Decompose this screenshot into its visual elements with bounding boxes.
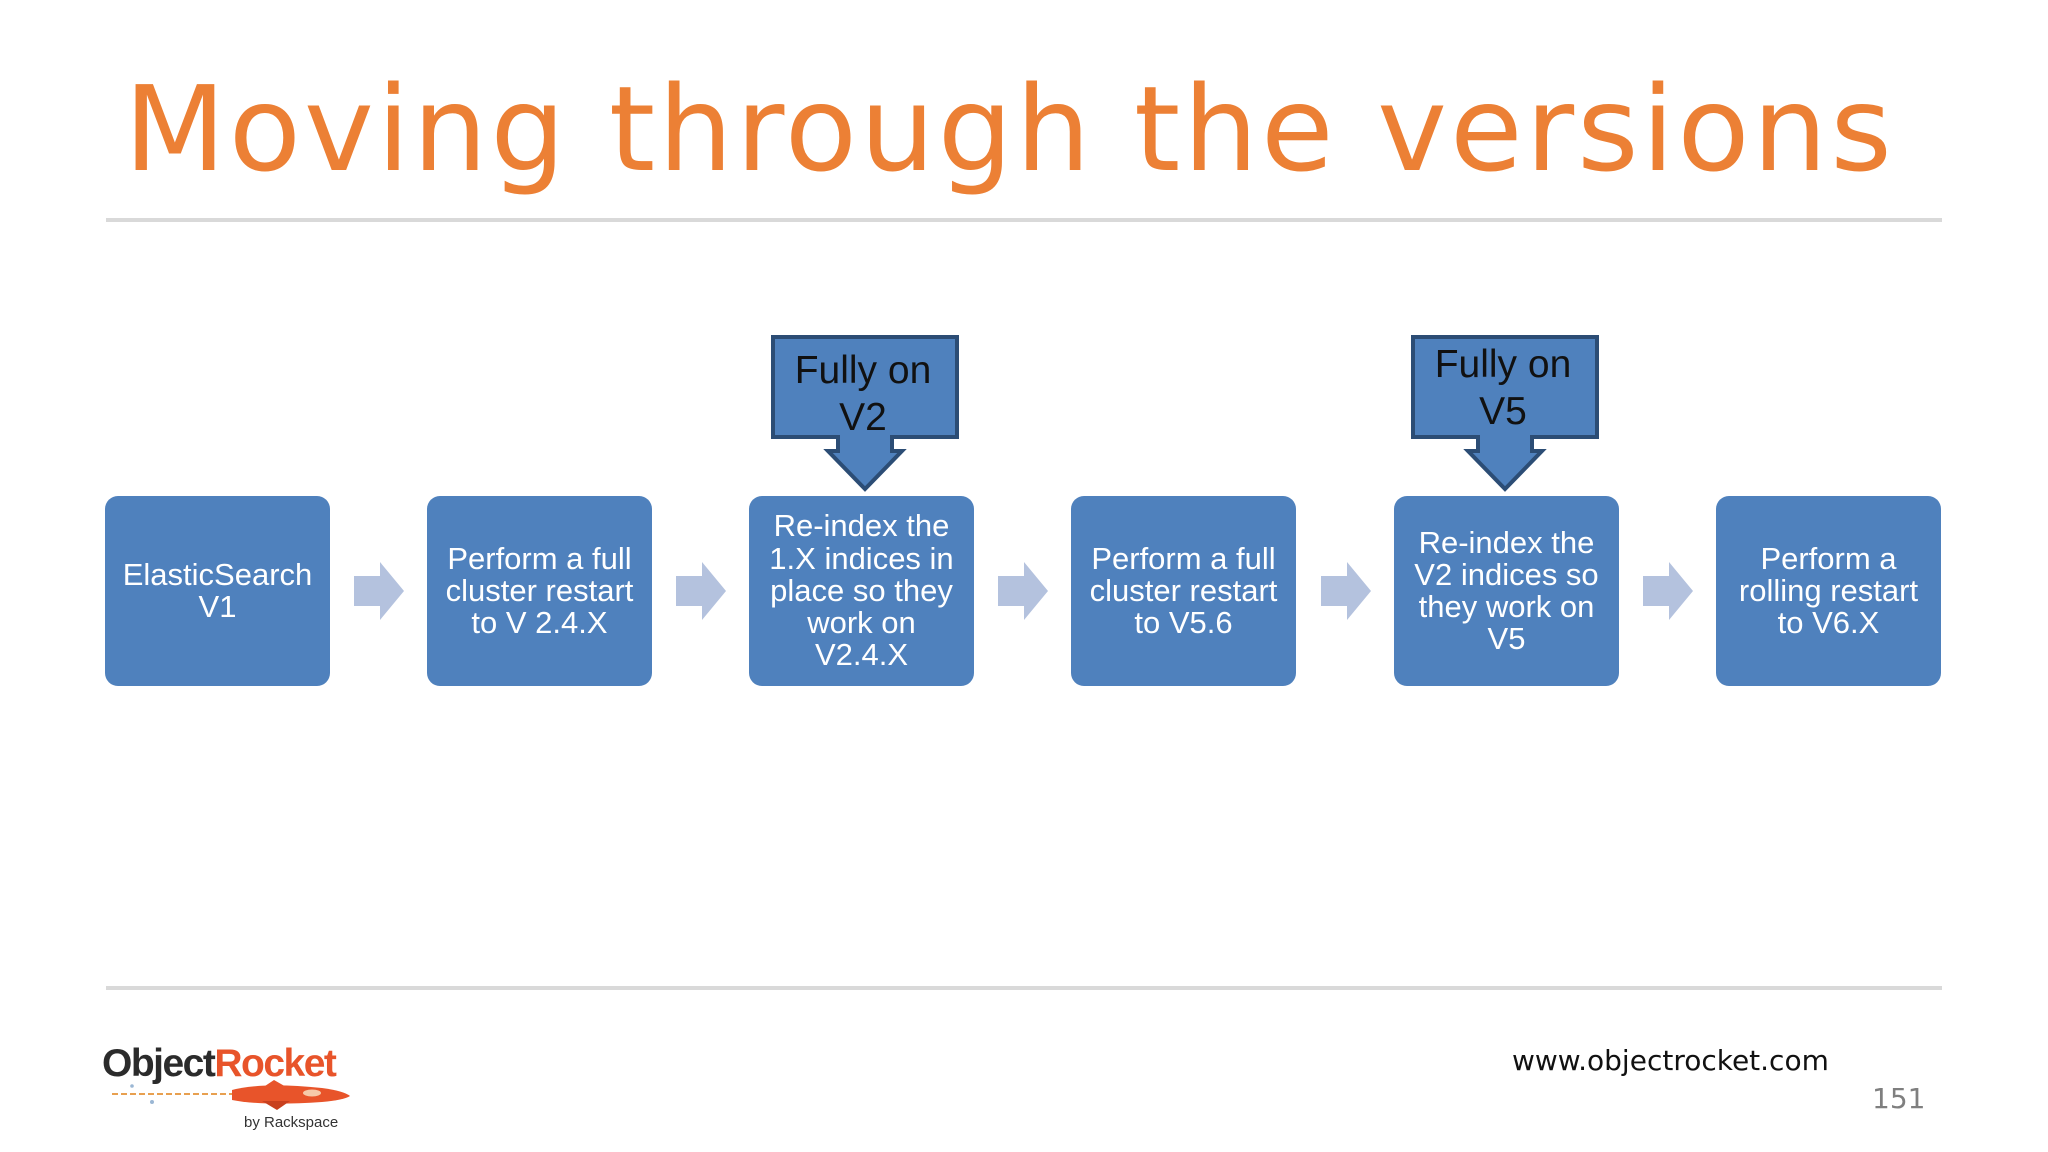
step-label: Perform a rolling restart to V6.X [1738,540,1919,641]
logo-word-rocket: Rocket [214,1042,337,1085]
logo-word-object: Object [102,1042,216,1085]
flow-arrow-icon [998,562,1048,620]
callout-fully-on-v5: Fully on V5 [1410,334,1600,494]
flow-arrow-icon [1643,562,1693,620]
step-full-restart-v2: Perform a full cluster restart to V 2.4.… [427,496,652,686]
title-divider [106,218,1942,222]
objectrocket-logo: ObjectRocket by Rackspace [102,1042,362,1142]
callout-shape [771,335,959,492]
callout-label: Fully on V2 [794,349,932,439]
step-label: Perform a full cluster restart to V5.6 [1089,540,1278,641]
flow-arrow-icon [354,562,404,620]
step-reindex-1x: Re-index the 1.X indices in place so the… [749,496,974,686]
logo-wordmark: ObjectRocket [102,1042,337,1086]
step-label: Re-index the V2 indices so they work on … [1414,524,1599,657]
flow-arrow-icon [1321,562,1371,620]
step-label: Perform a full cluster restart to V 2.4.… [445,540,634,641]
step-label: Re-index the 1.X indices in place so the… [769,508,954,673]
flow-arrow-icon [676,562,726,620]
step-rolling-restart-v6: Perform a rolling restart to V6.X [1716,496,1941,686]
footer-url: www.objectrocket.com [1512,1044,1829,1077]
slide-title: Moving through the versions [124,60,1895,198]
step-elasticsearch-v1: ElasticSearch V1 [105,496,330,686]
rocket-icon [112,1080,350,1110]
callout-shape [1411,335,1599,492]
step-reindex-v2: Re-index the V2 indices so they work on … [1394,496,1619,686]
step-label: ElasticSearch V1 [122,556,313,624]
callout-label: Fully on V5 [1434,343,1572,433]
callout-fully-on-v2: Fully on V2 [770,334,960,494]
page-number: 151 [1872,1082,1926,1115]
footer-divider [106,986,1942,990]
logo-byline: by Rackspace [244,1114,339,1131]
step-full-restart-v5: Perform a full cluster restart to V5.6 [1071,496,1296,686]
